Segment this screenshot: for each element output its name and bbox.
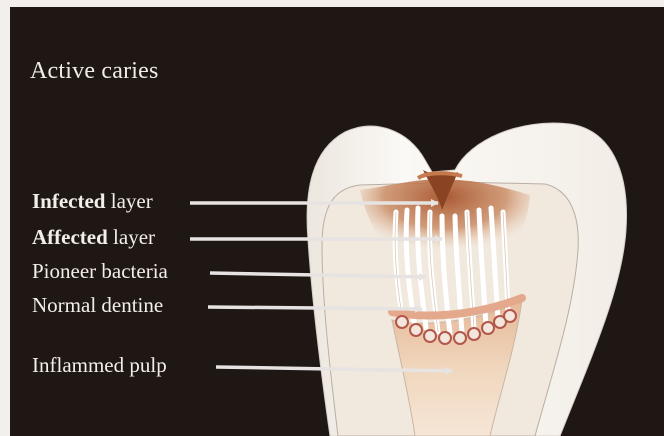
label-normal-dentine: Normal dentine — [32, 295, 163, 316]
label-normal-text: Normal dentine — [32, 293, 164, 317]
cavity-opening — [423, 170, 458, 210]
label-pioneer-text: Pioneer bacteria — [32, 259, 168, 283]
label-affected-layer: Affected layer — [32, 227, 155, 248]
label-infected-bold: Infected — [32, 189, 106, 213]
leader-arrows — [190, 199, 453, 375]
cavity-surface — [416, 171, 463, 180]
page-edge-top — [0, 0, 664, 7]
label-affected-bold: Affected — [32, 225, 108, 249]
label-infected-rest: layer — [105, 189, 153, 213]
odontoblast-band — [388, 294, 526, 320]
label-affected-rest: layer — [107, 225, 156, 249]
arrow-pioneer — [209, 271, 427, 281]
arrow-normal — [207, 304, 423, 313]
label-infected-layer: Infected layer — [32, 191, 153, 212]
arrow-pulp — [215, 365, 453, 375]
label-pioneer-bacteria: Pioneer bacteria — [32, 261, 168, 282]
page-edge-left — [0, 0, 10, 436]
label-inflammed-pulp: Inflammed pulp — [32, 355, 167, 376]
label-pulp-text: Inflammed pulp — [32, 353, 167, 377]
odontoblasts — [395, 309, 517, 345]
diagram-title: Active caries — [30, 58, 159, 84]
